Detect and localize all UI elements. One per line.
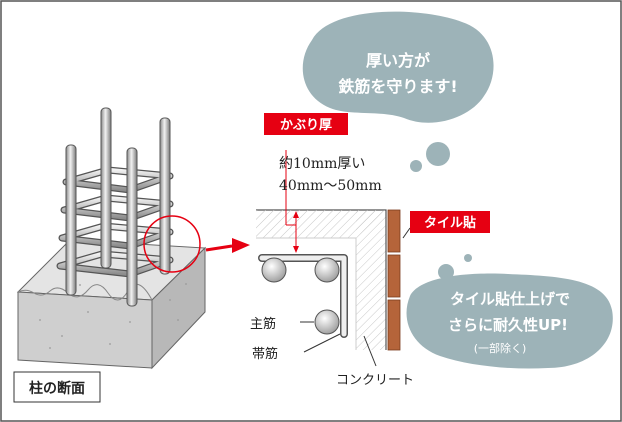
zoom-arrow bbox=[205, 238, 250, 253]
vertical-rebar bbox=[159, 117, 171, 275]
main-rebar-label: 主筋 bbox=[250, 316, 276, 332]
bubble-right-line2: さらに耐久性UP! bbox=[448, 316, 568, 334]
bubble-top-line2: 鉄筋を守ります! bbox=[338, 77, 457, 96]
vertical-rebar bbox=[100, 107, 112, 269]
speech-bubble-top: 厚い方が 鉄筋を守ります! bbox=[302, 11, 494, 172]
bubble-right-line3: (一部除く) bbox=[474, 341, 527, 355]
cover-approx-label: 約10mm厚い bbox=[279, 156, 365, 172]
cover-range-label: 40mm〜50mm bbox=[279, 178, 382, 194]
column-illustration bbox=[16, 107, 207, 370]
main-rebar-circle bbox=[261, 257, 287, 283]
tile-tag-text: タイル貼 bbox=[424, 215, 476, 231]
tile-tag: タイル貼 bbox=[410, 211, 490, 233]
slab-broken-edge bbox=[17, 283, 153, 301]
vertical-rebars bbox=[65, 107, 171, 307]
main-rebar-circle bbox=[314, 309, 340, 335]
vertical-rebar bbox=[126, 147, 138, 307]
main-rebar-circle bbox=[314, 257, 340, 283]
concrete-hatch-top bbox=[256, 210, 386, 238]
bubble-right-line1: タイル貼仕上げで bbox=[450, 290, 570, 308]
caption-box: 柱の断面 bbox=[13, 371, 101, 403]
cross-section-detail bbox=[256, 150, 411, 367]
tile-leader bbox=[402, 227, 411, 239]
cover-depth-tag-text: かぶり厚 bbox=[280, 117, 332, 133]
hoop-rebar-label: 帯筋 bbox=[252, 346, 278, 362]
zoom-circle bbox=[143, 215, 201, 273]
concrete-label: コンクリート bbox=[336, 373, 414, 388]
bubble-top-line1: 厚い方が bbox=[366, 51, 430, 70]
hoop-bar-section bbox=[258, 254, 348, 338]
tile-layer bbox=[387, 209, 401, 351]
caption-text: 柱の断面 bbox=[29, 380, 85, 397]
speech-bubble-right: タイル貼仕上げで さらに耐久性UP! (一部除く) bbox=[406, 254, 613, 369]
slab-side-face bbox=[151, 246, 206, 370]
cover-depth-dimension bbox=[285, 150, 299, 253]
hoop-leader bbox=[303, 333, 341, 353]
vertical-rebar bbox=[65, 144, 77, 296]
cover-depth-tag: かぶり厚 bbox=[264, 113, 348, 135]
concrete-leader bbox=[363, 335, 377, 367]
